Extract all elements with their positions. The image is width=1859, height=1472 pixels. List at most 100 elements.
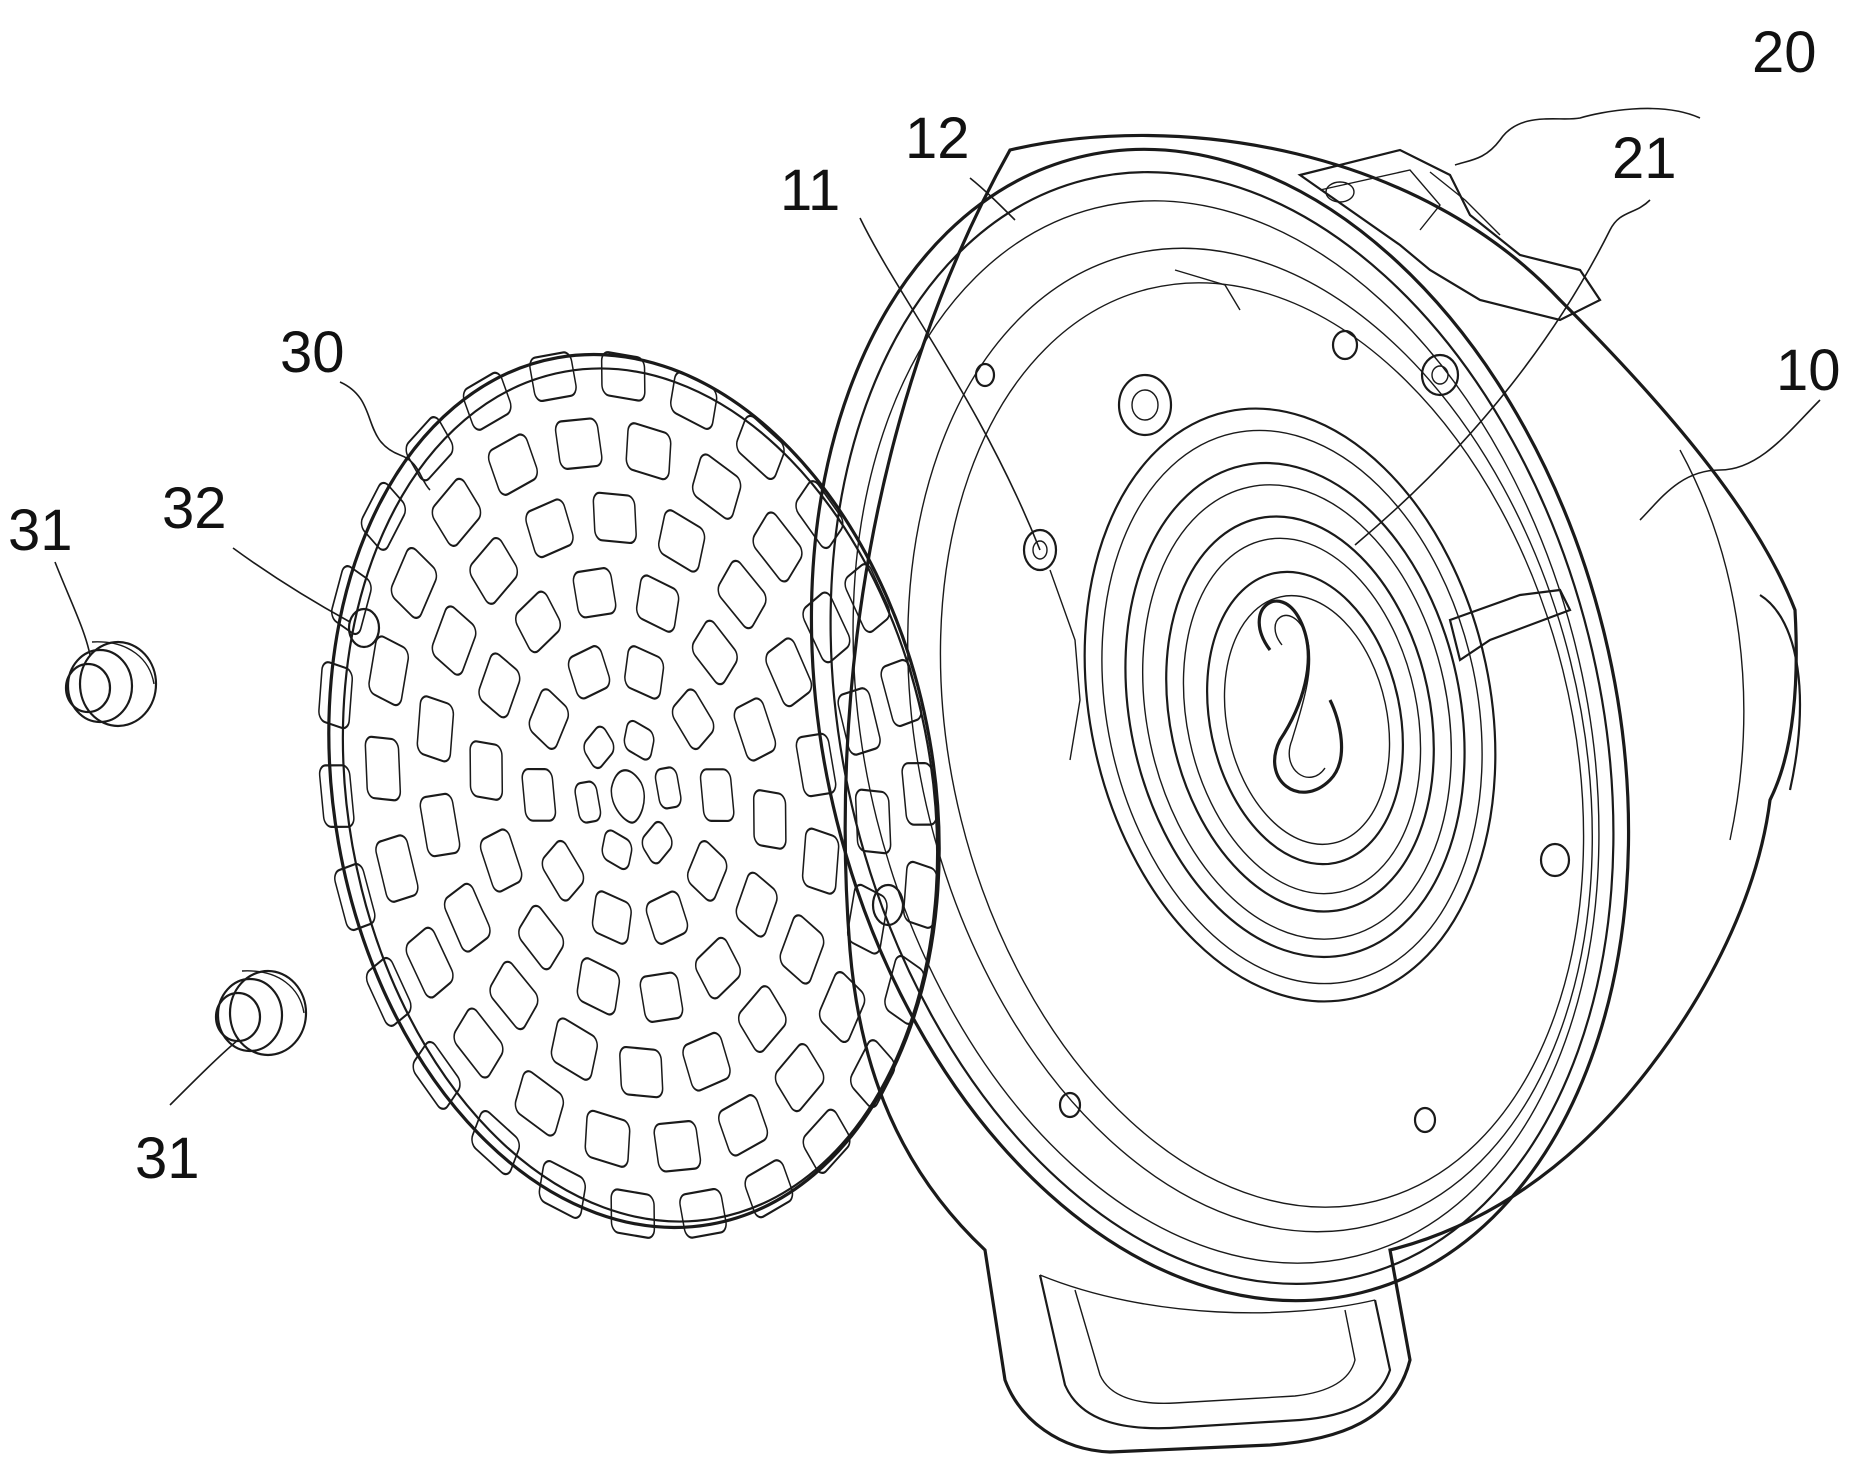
grille-window [610, 1188, 656, 1239]
grille-window [795, 732, 837, 798]
grille-window [619, 1045, 664, 1099]
grille-window [528, 688, 570, 750]
front-rim-groove [852, 200, 1600, 1264]
grille-window [538, 1160, 586, 1219]
grille-window [591, 890, 632, 945]
grille-window [365, 956, 412, 1027]
grille-window [390, 546, 438, 619]
grille-window [880, 658, 922, 728]
grille-window [576, 957, 621, 1016]
rubber-plug-lower [214, 969, 308, 1057]
grille-window [795, 480, 844, 550]
grille-window [574, 780, 602, 824]
grille-window [334, 862, 376, 932]
grille-window [431, 477, 482, 547]
grille-window [901, 762, 938, 826]
mounting-hole [347, 607, 381, 649]
grille-window [765, 637, 813, 708]
body-outline [843, 133, 1798, 1454]
grille-window [600, 351, 646, 402]
grille-window [686, 840, 728, 902]
rubber-plug-upper [64, 640, 158, 728]
grille-window [584, 1109, 631, 1168]
label-31-upper: 31 [8, 498, 73, 563]
grille-window [478, 652, 521, 719]
grille-window [405, 926, 454, 999]
front-rim-inner [829, 171, 1615, 1285]
grille-window [554, 417, 603, 470]
grille-window [849, 1039, 896, 1109]
label-20: 20 [1752, 20, 1817, 85]
front-rim-outer [809, 147, 1631, 1303]
grille-window [844, 563, 891, 634]
grille-window [641, 820, 673, 865]
grille-window [625, 422, 672, 481]
grille-windows [318, 351, 938, 1239]
grille-window [453, 1007, 504, 1079]
grille-window [412, 1040, 461, 1110]
body-side-ridge [1759, 594, 1802, 791]
grille-window [735, 871, 778, 938]
grille-outer-edge [327, 352, 941, 1230]
grille-window [654, 766, 682, 810]
grille-window [529, 351, 577, 403]
grille-window [550, 1017, 598, 1081]
grille-window [718, 1094, 769, 1157]
grille-window [694, 936, 741, 1000]
grille-window [699, 768, 735, 823]
grille-window [679, 1187, 727, 1239]
grille-window [752, 789, 787, 850]
grille-window [645, 890, 689, 945]
grille-window [572, 567, 617, 619]
bottom-handle-inner [1074, 1289, 1356, 1405]
grille-window [818, 971, 866, 1044]
grille-window [521, 767, 557, 822]
grille-window [717, 559, 767, 630]
label-11: 11 [780, 158, 840, 223]
label-32: 32 [162, 476, 227, 541]
grille-outer-edge-2 [341, 367, 939, 1223]
label-30: 30 [280, 320, 345, 385]
grille-window [779, 914, 825, 985]
grille-window [744, 1159, 794, 1219]
grille-window [515, 590, 562, 654]
grille-window [635, 574, 680, 633]
grille-window [691, 453, 742, 520]
label-12: 12 [905, 106, 970, 171]
grille-window [737, 985, 787, 1054]
grille-plate [318, 351, 941, 1239]
grille-window [375, 834, 419, 903]
grille-window [801, 827, 840, 895]
grille-window [592, 491, 637, 545]
coil-center-s [1257, 599, 1344, 794]
terminal-bracket [1448, 588, 1572, 662]
grille-window [670, 371, 718, 430]
grille-window [514, 1070, 565, 1137]
grille-window [518, 904, 565, 971]
grille-window [671, 688, 715, 751]
grille-window [471, 1109, 520, 1176]
grille-window [774, 1043, 825, 1113]
grille-window [691, 619, 738, 686]
grille-window [462, 371, 512, 431]
grille-window [487, 433, 538, 496]
grille-window [479, 828, 523, 893]
mounting-hole [871, 883, 905, 927]
hinge-block [1297, 148, 1602, 322]
grille-window [837, 687, 881, 756]
grille-window [902, 860, 938, 929]
grille-window [431, 605, 477, 676]
label-31-lower: 31 [135, 1126, 200, 1191]
label-10: 10 [1776, 338, 1841, 403]
grille-hub [610, 769, 646, 824]
grille-window [318, 764, 355, 828]
grille-window [583, 725, 615, 770]
leader-lines [54, 107, 1821, 1106]
grille-window [419, 792, 461, 858]
grille-window [846, 883, 888, 955]
grille-window [682, 1031, 731, 1092]
grille-window [624, 645, 665, 700]
grille-window [405, 416, 454, 482]
grille-window [658, 509, 706, 573]
